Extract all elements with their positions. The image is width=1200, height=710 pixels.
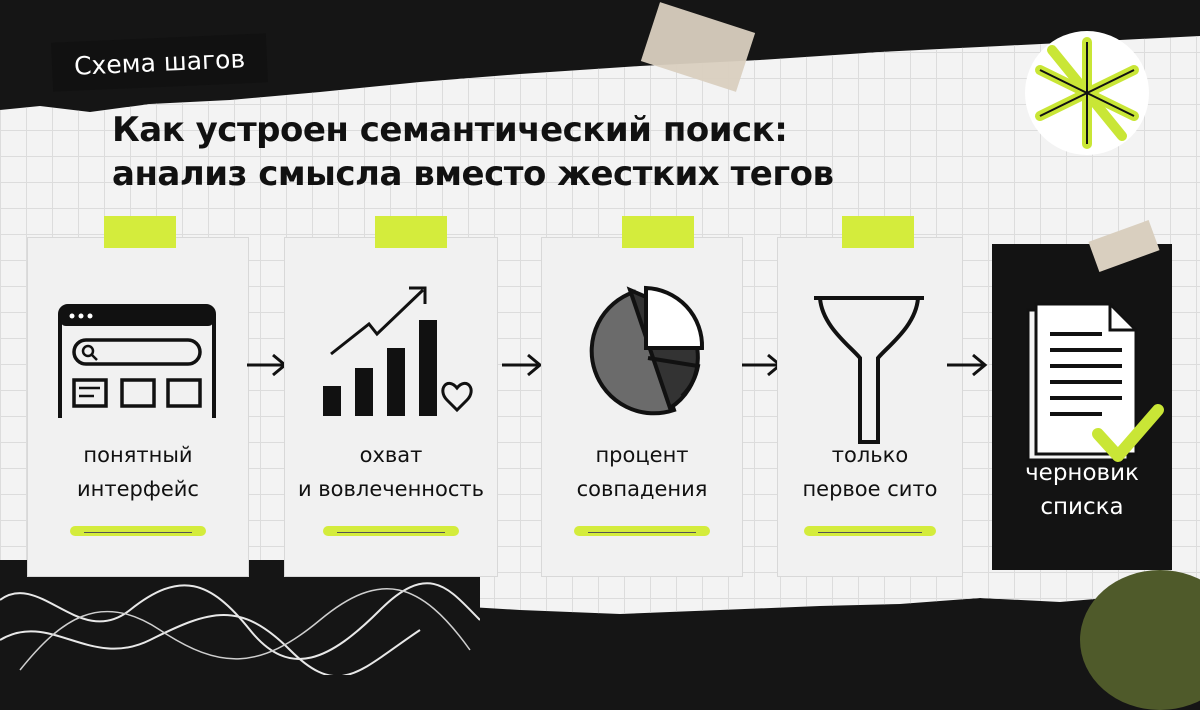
step-label: понятный интерфейс (28, 438, 248, 506)
tape-decoration (842, 216, 914, 248)
step-card-1: понятный интерфейс (28, 216, 248, 576)
step-label-line-2: интерфейс (77, 477, 199, 501)
highlight-underline (70, 526, 206, 536)
arrow-right-icon (947, 353, 988, 377)
step-label-line-1: процент (595, 443, 689, 467)
step-label-line-1: охват (359, 443, 423, 467)
highlight-underline (323, 526, 459, 536)
arrow-right-icon (247, 353, 288, 377)
tape-decoration (375, 216, 447, 248)
step-card-3: процент совпадения (542, 216, 742, 576)
page-title: Как устроен семантический поиск: анализ … (112, 108, 834, 196)
step-label: только первое сито (778, 438, 962, 506)
step-card-5: черновик списка (992, 220, 1172, 570)
star-doodle-icon (1025, 31, 1149, 155)
step-label-line-2: списка (1040, 494, 1124, 520)
step-label: черновик списка (992, 456, 1172, 524)
step-label-line-2: первое сито (802, 477, 938, 501)
title-line-2: анализ смысла вместо жестких тегов (112, 154, 834, 194)
step-label-line-1: понятный (83, 443, 193, 467)
document-check-icon (1026, 302, 1164, 462)
browser-window-icon (58, 304, 216, 418)
arrow-right-icon (502, 353, 543, 377)
section-tag: Схема шагов (51, 33, 269, 92)
pie-chart-icon (589, 285, 705, 416)
step-label-line-1: черновик (1025, 460, 1139, 486)
funnel-icon (814, 296, 924, 444)
step-label: процент совпадения (542, 438, 742, 506)
step-label: охват и вовлеченность (285, 438, 497, 506)
highlight-underline (804, 526, 936, 536)
tape-decoration (104, 216, 176, 248)
step-label-line-1: только (831, 443, 909, 467)
step-label-line-2: и вовлеченность (297, 477, 485, 501)
tape-decoration (622, 216, 694, 248)
step-label-line-2: совпадения (576, 477, 708, 501)
title-line-1: Как устроен семантический поиск: (112, 110, 788, 150)
step-card-2: охват и вовлеченность (285, 216, 497, 576)
highlight-underline (574, 526, 710, 536)
step-card-4: только первое сито (778, 216, 962, 576)
scribble-decoration (0, 560, 480, 675)
bar-chart-growth-icon (323, 286, 473, 416)
